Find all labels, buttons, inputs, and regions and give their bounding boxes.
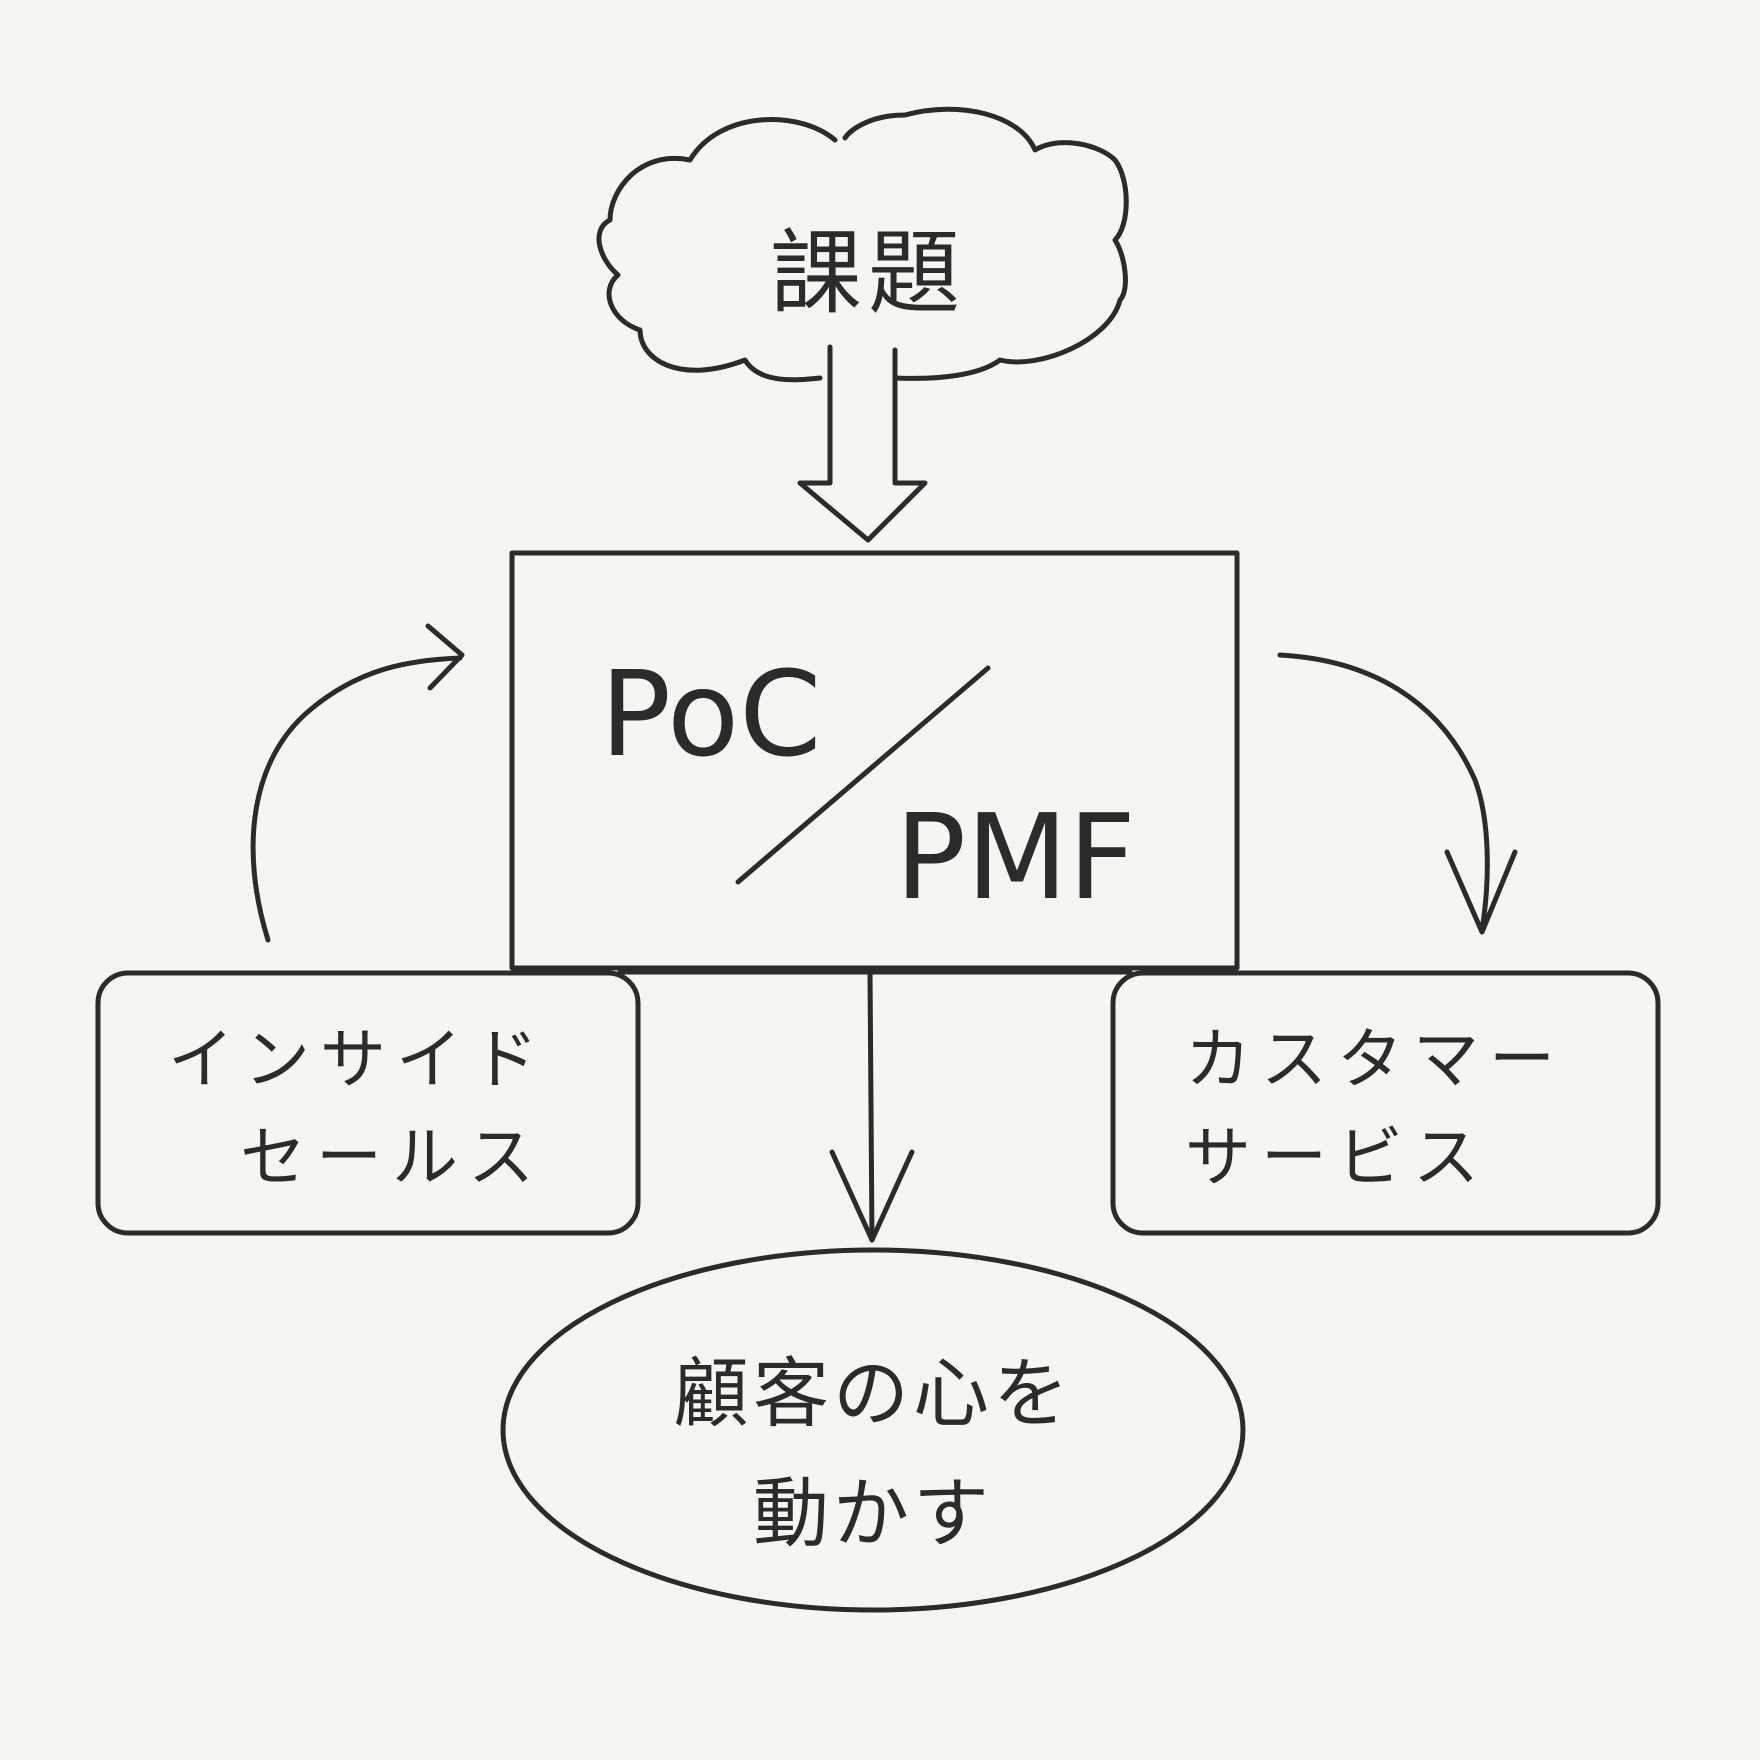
problem-label: 課題 — [770, 220, 966, 327]
problem-cloud-node: 課題 — [596, 106, 1129, 383]
straight-line — [867, 969, 875, 1243]
core-separator-slash — [735, 665, 991, 885]
arrow-core-to-customer-service — [1277, 652, 1518, 935]
arrow-inside-sales-to-core — [250, 623, 465, 943]
arrowhead-down-icon — [1444, 849, 1518, 935]
goal-node: 顧客の心を 動かす — [500, 1247, 1246, 1613]
curve-line — [1277, 652, 1490, 933]
arrowhead-down-icon — [829, 1149, 915, 1243]
inside-sales-node: インサイド セールス — [95, 970, 641, 1236]
customer-service-label-line2: サービス — [1185, 1119, 1489, 1196]
arrow-core-to-goal — [829, 969, 915, 1243]
curve-line — [250, 655, 463, 943]
goal-label-line2: 動かす — [753, 1469, 993, 1558]
customer-service-label-line1: カスタマー — [1185, 1021, 1565, 1098]
customer-service-node: カスタマー サービス — [1110, 970, 1661, 1236]
core-box — [509, 550, 1240, 971]
core-node: PoC PMF — [509, 550, 1240, 971]
arrowhead-right-icon — [425, 623, 465, 691]
goal-ellipse — [500, 1247, 1246, 1613]
customer-service-box — [1110, 970, 1661, 1236]
inside-sales-box — [95, 970, 641, 1236]
cloud-shape — [596, 106, 1129, 383]
core-label-poc: PoC — [600, 645, 822, 783]
core-label-pmf: PMF — [895, 788, 1136, 926]
inside-sales-label-line2: セールス — [240, 1119, 544, 1196]
goal-label-line1: 顧客の心を — [673, 1349, 1073, 1438]
inside-sales-label-line1: インサイド — [168, 1021, 548, 1098]
block-arrow-down — [797, 344, 928, 543]
